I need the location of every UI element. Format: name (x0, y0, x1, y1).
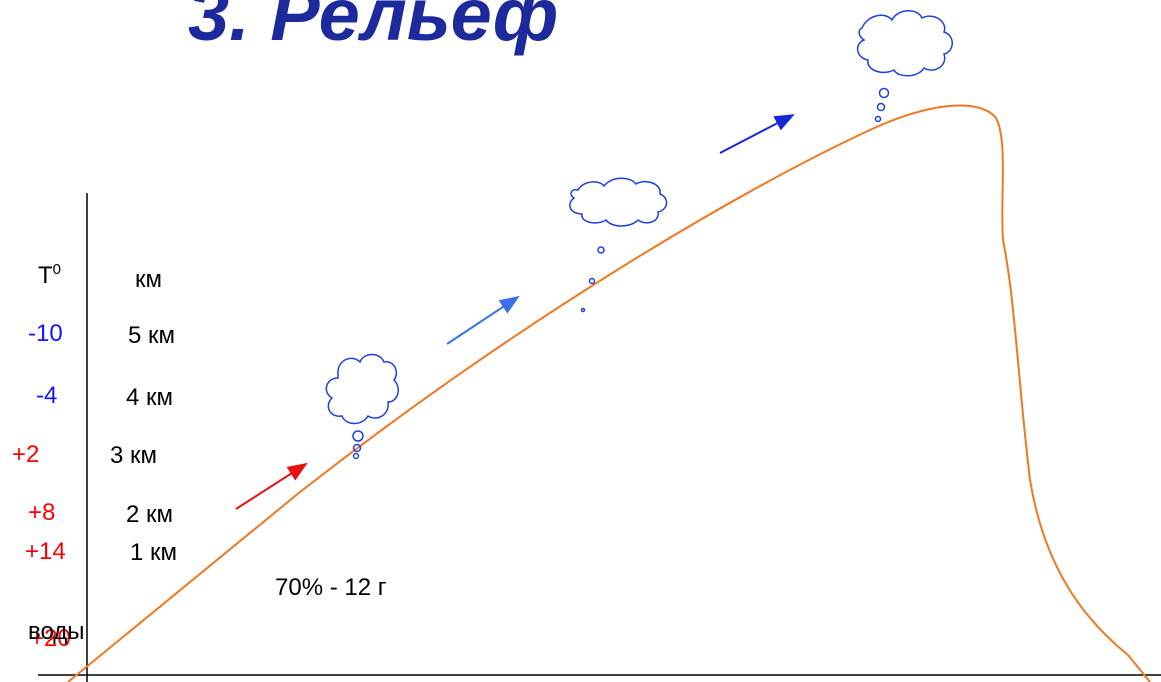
temp-row-2km: +8 (28, 499, 56, 526)
altitude-row-5km: 5 км (128, 322, 176, 349)
water-label: воды (28, 618, 85, 645)
temp-ground: +20 (30, 625, 71, 652)
red-arrow (235, 462, 308, 510)
temperature-header: T0 (38, 261, 62, 289)
cloud-mid (569, 177, 668, 313)
km-header: км (135, 266, 162, 293)
temp-row-1km: +14 (25, 538, 66, 565)
altitude-row-1km: 1 км (130, 539, 178, 566)
temp-row-4km: -4 (36, 382, 58, 409)
altitude-row-4km: 4 км (126, 384, 174, 411)
temp-row-5km: -10 (28, 320, 63, 347)
darkblue-arrow (719, 114, 795, 154)
altitude-row-2km: 2 км (126, 501, 174, 528)
temp-row-3km: +2 (12, 441, 40, 468)
humidity-annotation: 70% - 12 г (275, 574, 387, 601)
mountain-slope (67, 104, 1151, 682)
lightblue-arrow (446, 295, 520, 345)
slide-title: 3. Рельеф (188, 0, 559, 56)
cloud-top (856, 10, 953, 123)
cloud-low (325, 353, 399, 460)
altitude-row-3km: 3 км (110, 442, 158, 469)
